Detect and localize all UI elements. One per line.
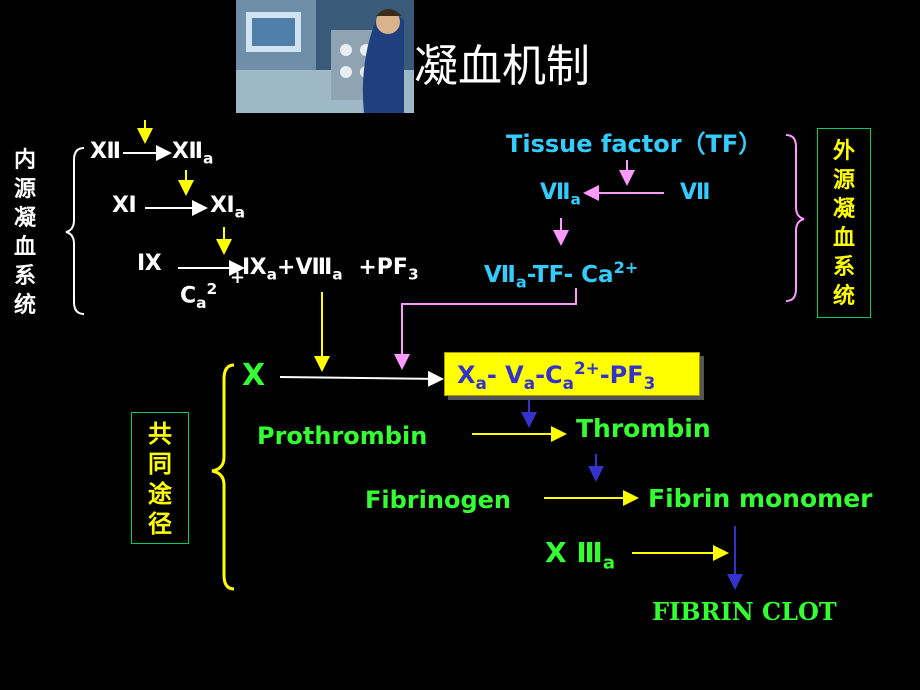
fibrin-monomer: Fibrin monomer (648, 484, 873, 513)
thrombin: Thrombin (576, 414, 711, 443)
calcium-cofactor: Ca2 (180, 280, 218, 312)
factor-viia: Ⅶa (540, 180, 581, 209)
page-title: 凝血机制 (414, 41, 590, 92)
intrinsic-brace (65, 147, 85, 315)
prothrombin: Prothrombin (257, 422, 428, 450)
extrinsic-brace (785, 134, 805, 302)
tissue-factor: Tissue factor（TF） (506, 130, 763, 158)
prothrombinase-complex: Xa- Va-Ca2+-PF3 (457, 358, 656, 394)
fibrinogen: Fibrinogen (365, 486, 511, 514)
intrinsic-tenase: Ⅸa+Ⅷa +PF3 (242, 255, 419, 284)
prothrombinase-box: Xa- Va-Ca2+-PF3 (444, 352, 700, 396)
arrow-x-to-box (279, 370, 444, 387)
factor-vii: Ⅶ (680, 180, 711, 205)
lab-photo (236, 0, 414, 113)
common-label: 共 同 途 径 (131, 412, 189, 544)
fibrin-clot: FIBRIN CLOT (652, 597, 837, 626)
factor-x: X (242, 358, 266, 393)
factor-ix: Ⅸ (137, 251, 162, 276)
factor-xia: Ⅺa (210, 193, 246, 222)
factor-xiiia: X Ⅲa (545, 536, 615, 574)
extrinsic-label: 外 源 凝 血 系 统 (817, 128, 871, 318)
common-brace (211, 363, 235, 591)
factor-xi: Ⅺ (112, 193, 137, 218)
arrow-complex-to-box (394, 288, 577, 370)
intrinsic-label: 内 源 凝 血 系 统 (14, 148, 37, 318)
factor-xii: Ⅻ (90, 139, 121, 164)
extrinsic-complex: Ⅶa-TF- Ca2+ (484, 258, 639, 292)
factor-xiia: Ⅻa (172, 139, 214, 168)
